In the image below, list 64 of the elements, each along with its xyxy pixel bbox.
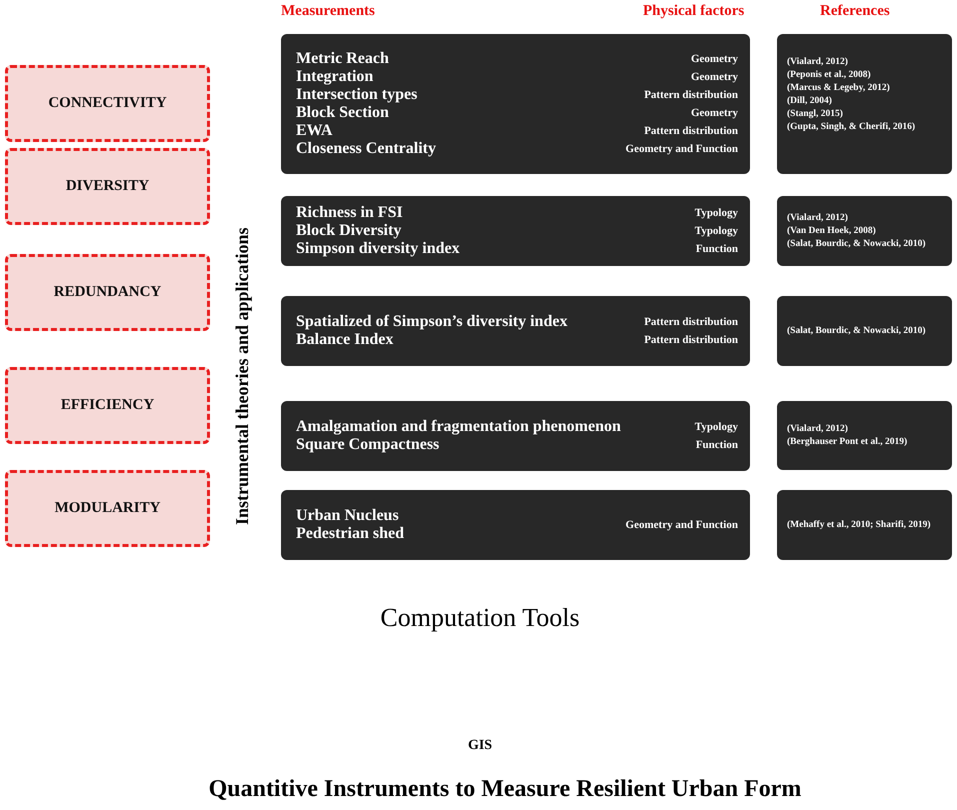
reference-panel <box>777 196 952 266</box>
tools-caption: GIS <box>466 738 494 754</box>
reference-citation: (Vialard, 2012) <box>787 422 849 436</box>
physical-factor: Pattern distribution <box>643 88 738 103</box>
category-box: MODULARITY <box>5 470 210 547</box>
measurement-name: Balance Index <box>296 331 394 349</box>
reference-panel <box>777 490 952 560</box>
physical-factor: Typology <box>694 206 738 221</box>
measurement-panel <box>281 490 750 560</box>
physical-factor: Geometry <box>690 106 738 121</box>
reference-citation: (Berghauser Pont et al., 2019) <box>787 436 908 448</box>
measurement-name: Simpson diversity index <box>296 240 460 258</box>
measurement-panel <box>281 196 750 266</box>
physical-factor: Typology <box>694 224 738 239</box>
measurement-panel <box>281 296 750 366</box>
reference-citation: (Stangl, 2015) <box>787 108 844 121</box>
physical-factor: Function <box>694 242 738 257</box>
reference-panel <box>777 296 952 366</box>
reference-citation: (Vialard, 2012) <box>787 56 849 69</box>
physical-factor: Geometry and Function <box>626 142 738 157</box>
physical-factor: Pattern distribution <box>644 315 738 330</box>
measurement-name: Spatialized of Simpson’s diversity index <box>296 313 568 331</box>
measurement-name: Block Section <box>296 104 390 122</box>
column-heading: Measurements <box>281 3 375 20</box>
measurement-name: Richness in FSI <box>296 204 404 222</box>
measurement-name: EWA <box>296 122 334 140</box>
section-heading: Computation Tools <box>379 603 581 633</box>
measurement-name: Square Compactness <box>296 436 440 454</box>
reference-citation: (Mehaffy et al., 2010; Sharifi, 2019) <box>787 518 931 532</box>
measurement-name: Intersection types <box>296 86 418 104</box>
physical-factor: Geometry <box>690 52 738 67</box>
reference-panel <box>777 401 952 470</box>
physical-factor: Function <box>694 438 738 453</box>
physical-factor: Typology <box>694 420 738 435</box>
category-box: REDUNDANCY <box>5 254 210 331</box>
reference-citation: (Marcus & Legeby, 2012) <box>787 82 891 95</box>
reference-citation: (Peponis et al., 2008) <box>787 69 872 82</box>
measurement-name: Urban Nucleus <box>296 507 400 525</box>
reference-citation: (Gupta, Singh, & Cherifi, 2016) <box>787 121 915 134</box>
reference-citation: (Dill, 2004) <box>787 95 833 108</box>
measurement-name: Pedestrian shed <box>296 525 404 543</box>
reference-panel <box>777 34 952 174</box>
physical-factor: Pattern distribution <box>643 124 738 139</box>
diagram-title: Quantitive Instruments to Measure Resilient Urban Form <box>208 776 802 803</box>
measurement-panel <box>281 34 750 174</box>
reference-citation: (Salat, Bourdic, & Nowacki, 2010) <box>787 238 926 250</box>
column-heading: References <box>820 3 890 20</box>
physical-factor: Pattern distribution <box>644 333 738 348</box>
measurement-name: Block Diversity <box>296 222 402 240</box>
reference-citation: (Vialard, 2012) <box>787 212 849 224</box>
physical-factor: Geometry <box>690 70 738 85</box>
measurement-name: Metric Reach <box>296 50 390 68</box>
measurement-panel <box>281 401 750 471</box>
measurement-name: Integration <box>296 68 374 86</box>
reference-citation: (Salat, Bourdic, & Nowacki, 2010) <box>787 324 926 338</box>
measurement-name: Closeness Centrality <box>296 140 436 158</box>
reference-citation: (Van Den Hoek, 2008) <box>787 224 877 238</box>
physical-factor: Geometry and Function <box>626 518 738 533</box>
side-heading: Instrumental theories and applications <box>232 227 253 525</box>
category-box: DIVERSITY <box>5 148 210 225</box>
category-box: EFFICIENCY <box>5 367 210 444</box>
column-heading: Physical factors <box>643 3 744 20</box>
category-box: CONNECTIVITY <box>5 65 210 142</box>
measurement-name: Amalgamation and fragmentation phenomenon <box>296 418 621 436</box>
